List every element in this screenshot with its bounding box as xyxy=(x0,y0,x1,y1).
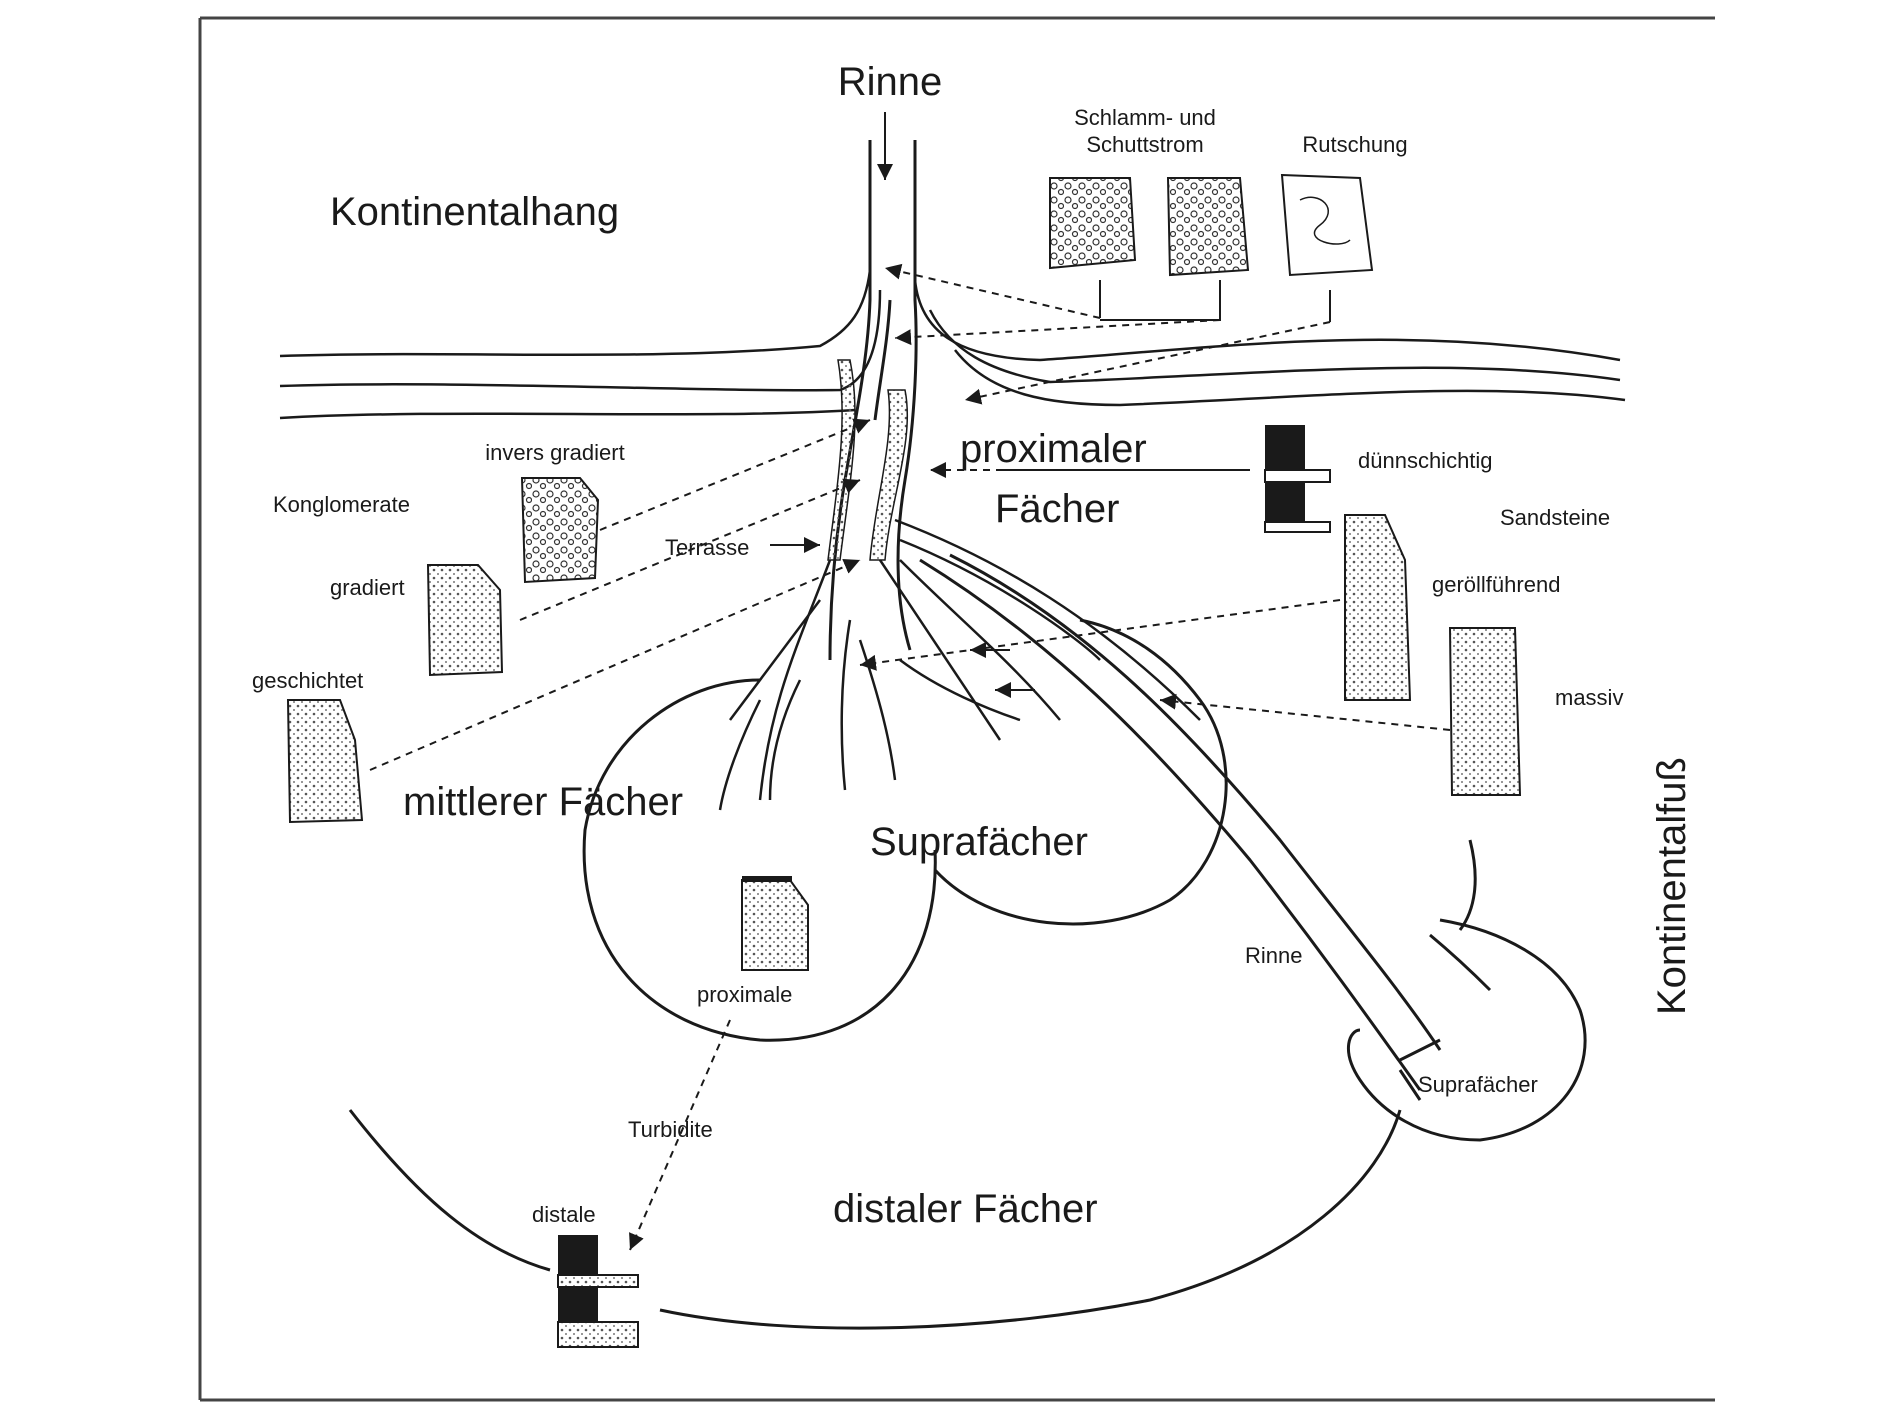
label-duennschichtig: dünnschichtig xyxy=(1358,448,1493,473)
label-turbidite: Turbidite xyxy=(628,1117,713,1142)
label-schlamm-2: Schuttstrom xyxy=(1086,132,1203,157)
label-rinne-top: Rinne xyxy=(838,60,943,104)
label-suprafaecher-center: Suprafächer xyxy=(870,820,1088,864)
label-gradiert: gradiert xyxy=(330,575,405,600)
log-schlammstrom-2 xyxy=(1166,177,1250,277)
label-distale: distale xyxy=(532,1202,596,1227)
label-kontinentalhang: Kontinentalhang xyxy=(330,190,619,234)
solid-arrows xyxy=(770,112,1035,698)
label-suprafaecher-right: Suprafächer xyxy=(1418,1072,1538,1097)
label-proximaler: proximaler xyxy=(960,427,1147,471)
label-invers-gradiert: invers gradiert xyxy=(485,440,624,465)
label-faecher-prox: Fächer xyxy=(995,487,1120,531)
log-schlammstrom-1 xyxy=(1049,177,1137,270)
log-duennschichtig xyxy=(1264,425,1331,533)
label-schlamm-1: Schlamm- und xyxy=(1074,105,1216,130)
label-mittlerer-faecher: mittlerer Fächer xyxy=(403,780,683,824)
label-rinne-lower: Rinne xyxy=(1245,943,1302,968)
lower-channel xyxy=(919,553,1442,1101)
label-geroellfuehrend: geröllführend xyxy=(1432,572,1560,597)
label-distaler-faecher: distaler Fächer xyxy=(833,1187,1098,1231)
label-kontinentalfuss: Kontinentalfuß xyxy=(1650,757,1694,1015)
log-geschichtet xyxy=(286,699,364,824)
log-massiv xyxy=(1448,627,1522,796)
log-distale xyxy=(557,1235,639,1348)
fan-lobes xyxy=(348,618,1587,1330)
label-geschichtet: geschichtet xyxy=(252,668,363,693)
log-invers-gradiert xyxy=(520,477,600,584)
log-connectors xyxy=(1000,280,1331,471)
label-massiv: massiv xyxy=(1555,685,1623,710)
log-geroellfuehrend xyxy=(1344,514,1412,701)
label-rutschung: Rutschung xyxy=(1302,132,1407,157)
label-konglomerate: Konglomerate xyxy=(273,492,410,517)
log-gradiert xyxy=(426,564,504,677)
log-proximale xyxy=(741,876,809,971)
distributary-channels xyxy=(718,518,1201,811)
slope-layers xyxy=(279,140,1626,420)
frame xyxy=(198,16,1715,1402)
terrace-right xyxy=(869,389,909,561)
dashed-arrows xyxy=(369,263,1451,1251)
label-sandsteine: Sandsteine xyxy=(1500,505,1610,530)
log-rutschung xyxy=(1280,173,1374,277)
label-proximale: proximale xyxy=(697,982,792,1007)
label-terrasse: Terrasse xyxy=(665,535,749,560)
